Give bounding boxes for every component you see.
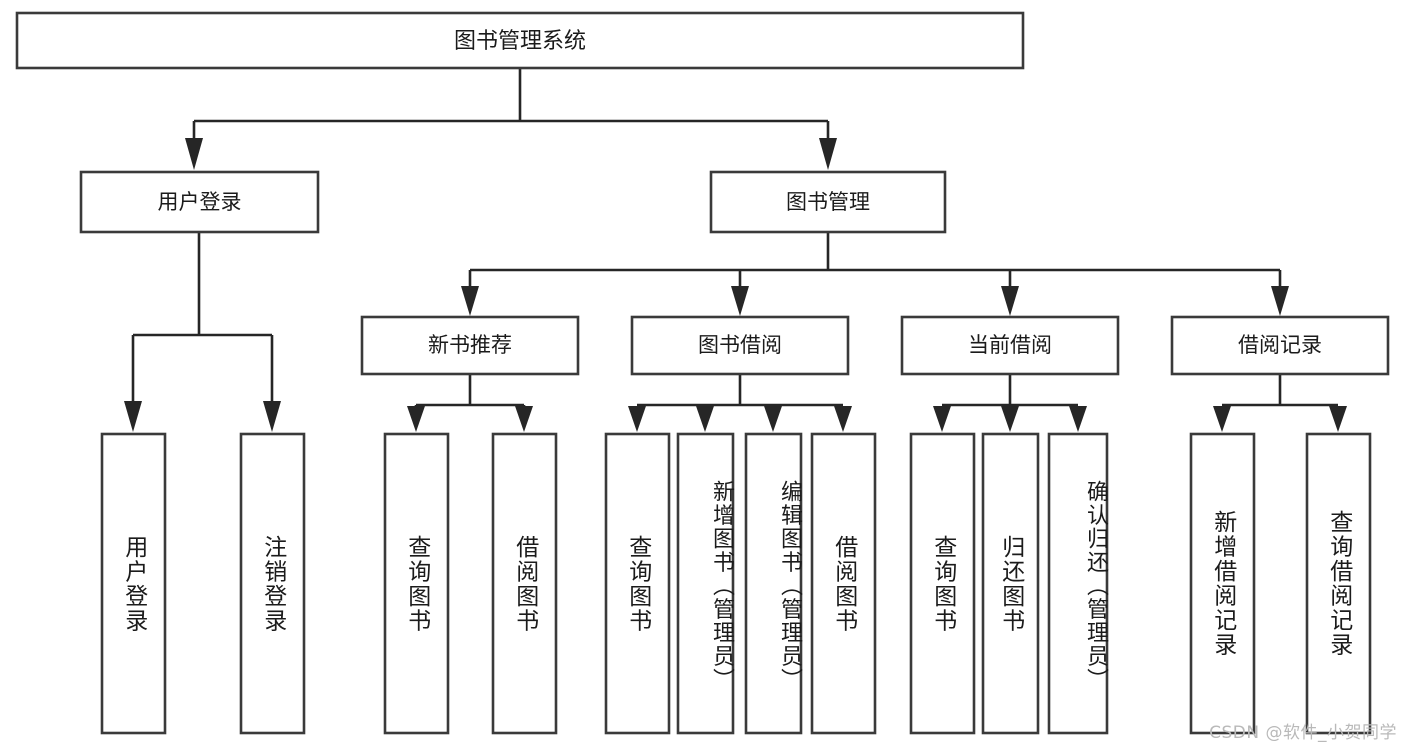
- arrow-head-cb-0: [933, 406, 951, 432]
- arrow-head-bb-1: [696, 406, 714, 432]
- leaf-box-book-borrow-0[interactable]: [604, 432, 671, 735]
- arrow-head-br-1: [1329, 406, 1347, 432]
- arrow-head-nb-0: [407, 406, 425, 432]
- node-user-login-label: 用户登录: [158, 190, 242, 214]
- node-borrow-record-label: 借阅记录: [1238, 333, 1322, 357]
- connectors-book-borrow-to-leaves: [628, 374, 852, 432]
- arrow-head-cb-1: [1001, 406, 1019, 432]
- node-new-book-recommend[interactable]: [360, 315, 580, 376]
- arrow-head-bb-2: [764, 406, 782, 432]
- leaf-box-user-login-1[interactable]: [239, 432, 306, 735]
- leaf-box-borrow-record-1[interactable]: [1305, 432, 1372, 735]
- node-current-borrow-label: 当前借阅: [968, 333, 1052, 357]
- arrow-head-l3-0: [461, 286, 479, 316]
- arrow-head-br-0: [1213, 406, 1231, 432]
- leaf-box-current-borrow-2[interactable]: [1047, 432, 1109, 735]
- node-user-login[interactable]: [79, 170, 320, 234]
- leaf-box-book-borrow-2[interactable]: [744, 432, 803, 735]
- watermark-csdn: CSDN @软件_小贺同学: [1209, 723, 1397, 743]
- arrow-head-bb-0: [628, 406, 646, 432]
- arrow-head-l3-1: [731, 286, 749, 316]
- arrow-head-leaf-ul-1: [263, 401, 281, 432]
- node-new-book-recommend-label: 新书推荐: [428, 333, 512, 357]
- connectors-borrow-record-to-leaves: [1213, 374, 1347, 432]
- arrow-head-cb-2: [1069, 406, 1087, 432]
- node-book-borrow-label: 图书借阅: [698, 333, 782, 357]
- node-book-management-label: 图书管理: [786, 190, 870, 214]
- leaf-box-book-borrow-3[interactable]: [810, 432, 877, 735]
- leaf-box-current-borrow-1[interactable]: [981, 432, 1040, 735]
- leaf-box-new-book-0[interactable]: [383, 432, 450, 735]
- arrow-head-book-manage: [819, 138, 837, 170]
- node-book-borrow[interactable]: [630, 315, 850, 376]
- leaf-box-new-book-1[interactable]: [491, 432, 558, 735]
- connectors-new-book-to-leaves: [407, 374, 533, 432]
- arrow-head-l3-2: [1001, 286, 1019, 316]
- arrow-head-user-login: [185, 138, 203, 170]
- leaf-box-user-login-0[interactable]: [100, 432, 167, 735]
- leaf-box-borrow-record-0[interactable]: [1189, 432, 1256, 735]
- connectors-current-borrow-to-leaves: [933, 374, 1087, 432]
- node-root-label: 图书管理系统: [454, 29, 586, 54]
- connectors-user-login-to-leaves: [124, 232, 281, 432]
- leaf-box-book-borrow-1[interactable]: [676, 432, 735, 735]
- arrow-head-leaf-ul-0: [124, 401, 142, 432]
- arrow-head-nb-1: [515, 406, 533, 432]
- node-root-book-management-system[interactable]: [15, 11, 1025, 70]
- node-borrow-record[interactable]: [1170, 315, 1390, 376]
- connectors-root-to-level2: [185, 68, 837, 170]
- node-book-management[interactable]: [709, 170, 947, 234]
- connectors-book-manage-to-level3: [461, 232, 1289, 316]
- node-current-borrow[interactable]: [900, 315, 1120, 376]
- leaf-box-current-borrow-0[interactable]: [909, 432, 976, 735]
- arrow-head-l3-3: [1271, 286, 1289, 316]
- arrow-head-bb-3: [834, 406, 852, 432]
